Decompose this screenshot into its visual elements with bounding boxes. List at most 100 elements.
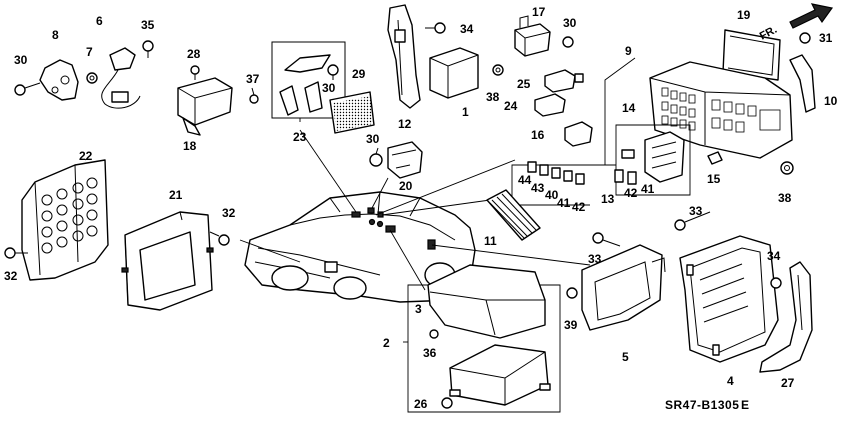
callout-13: 13 xyxy=(601,192,615,206)
car-illustration xyxy=(244,191,476,303)
part-37-screw xyxy=(249,87,259,104)
callout-30-b: 30 xyxy=(322,81,336,95)
part-5-bracket xyxy=(581,244,666,331)
part-24-relay xyxy=(534,93,566,117)
callout-17: 17 xyxy=(532,5,546,19)
callout-38-a: 38 xyxy=(486,90,500,104)
revision-mark: E xyxy=(741,398,750,412)
part-7-nut xyxy=(86,72,98,84)
part-30-bolt-23 xyxy=(327,64,339,80)
callout-44: 44 xyxy=(518,173,532,187)
callout-12: 12 xyxy=(398,117,412,131)
diagram-code: SR47-B1305 xyxy=(665,398,739,412)
callout-42-b: 42 xyxy=(624,186,638,200)
callout-40: 40 xyxy=(545,188,559,202)
part-32-bolt-center xyxy=(209,231,230,246)
callout-21: 21 xyxy=(169,188,183,202)
callout-38-b: 38 xyxy=(778,191,792,205)
part-39-bolt xyxy=(566,287,578,299)
part-2-control-unit-assembly xyxy=(403,264,561,413)
part-27-ecu-bracket xyxy=(759,261,813,373)
callout-34-b: 34 xyxy=(767,249,781,263)
callout-14: 14 xyxy=(622,101,636,115)
part-28-bolt xyxy=(190,65,200,80)
callout-30-c: 30 xyxy=(366,132,380,146)
callout-26: 26 xyxy=(414,397,428,411)
part-40-44-relays xyxy=(527,161,585,185)
callout-42-a: 42 xyxy=(572,200,586,214)
part-38-nut-right xyxy=(780,161,794,175)
part-6-sensor xyxy=(101,47,141,109)
callout-32-b: 32 xyxy=(222,206,236,220)
part-8-bracket xyxy=(39,59,79,101)
part-4-engine-control-unit xyxy=(679,235,779,363)
part-29-pad xyxy=(329,91,375,134)
callout-6: 6 xyxy=(96,14,103,28)
part-31-bolt xyxy=(799,32,811,44)
part-35-bolt xyxy=(142,40,154,58)
callout-9: 9 xyxy=(625,44,632,58)
part-20-bracket xyxy=(387,141,423,179)
part-18-relay-module xyxy=(177,77,233,136)
callout-25: 25 xyxy=(517,77,531,91)
part-30-bolt-17 xyxy=(562,36,574,48)
part-code-label: SR47-B1305 E xyxy=(665,398,750,412)
callout-1: 1 xyxy=(462,105,469,119)
callout-24: 24 xyxy=(504,99,518,113)
callout-2: 2 xyxy=(383,336,390,350)
part-30-bolt-center xyxy=(369,147,383,167)
part-11-vent-grille xyxy=(486,189,541,241)
callout-7: 7 xyxy=(86,45,93,59)
callout-20: 20 xyxy=(399,179,413,193)
callout-16: 16 xyxy=(531,128,545,142)
part-17-relay xyxy=(514,15,551,57)
callout-33-b: 33 xyxy=(588,252,602,266)
callout-labels: 1 2 3 4 5 6 7 8 9 10 11 12 13 14 15 16 1… xyxy=(4,5,838,411)
callout-41-a: 41 xyxy=(557,196,571,210)
part-10-bracket xyxy=(789,54,816,113)
callout-4: 4 xyxy=(727,374,734,388)
part-16-relay xyxy=(564,121,593,147)
callout-23: 23 xyxy=(293,130,307,144)
callout-8: 8 xyxy=(52,28,59,42)
part-32-bolt-left xyxy=(4,247,28,259)
callout-41-b: 41 xyxy=(641,182,655,196)
callout-3: 3 xyxy=(415,302,422,316)
car-leader-lines xyxy=(239,129,591,291)
group-brackets xyxy=(511,57,691,206)
callout-33-a: 33 xyxy=(689,204,703,218)
callout-28: 28 xyxy=(187,47,201,61)
part-33-bolt-lower xyxy=(592,232,621,247)
callout-22: 22 xyxy=(79,149,93,163)
callout-15: 15 xyxy=(707,172,721,186)
callout-30-a: 30 xyxy=(14,53,28,67)
part-23-connector-group xyxy=(271,41,346,122)
callout-29: 29 xyxy=(352,67,366,81)
part-34-bolt-top xyxy=(425,22,446,34)
part-21-control-unit-bracket xyxy=(121,211,214,311)
part-14-junction xyxy=(614,131,685,185)
part-22-fuse-box-cover xyxy=(21,157,109,281)
part-34-bolt-right xyxy=(770,277,782,289)
callout-10: 10 xyxy=(824,94,838,108)
part-38-nut-top xyxy=(492,64,504,76)
callout-37: 37 xyxy=(246,72,260,86)
callout-43: 43 xyxy=(531,181,545,195)
callout-35: 35 xyxy=(141,18,155,32)
callout-30-d: 30 xyxy=(563,16,577,30)
callout-27: 27 xyxy=(781,376,795,390)
callout-32-a: 32 xyxy=(4,269,18,283)
callout-18: 18 xyxy=(183,139,197,153)
part-33-bolt-upper xyxy=(674,211,711,231)
part-12-bracket xyxy=(387,4,421,109)
callout-11: 11 xyxy=(484,234,497,248)
callout-31: 31 xyxy=(819,31,833,45)
part-15-fuse xyxy=(707,151,723,165)
part-30-bolt-left xyxy=(14,82,41,96)
callout-19: 19 xyxy=(737,8,751,22)
callout-5: 5 xyxy=(622,350,629,364)
callout-34-a: 34 xyxy=(460,22,474,36)
callout-39: 39 xyxy=(564,318,578,332)
